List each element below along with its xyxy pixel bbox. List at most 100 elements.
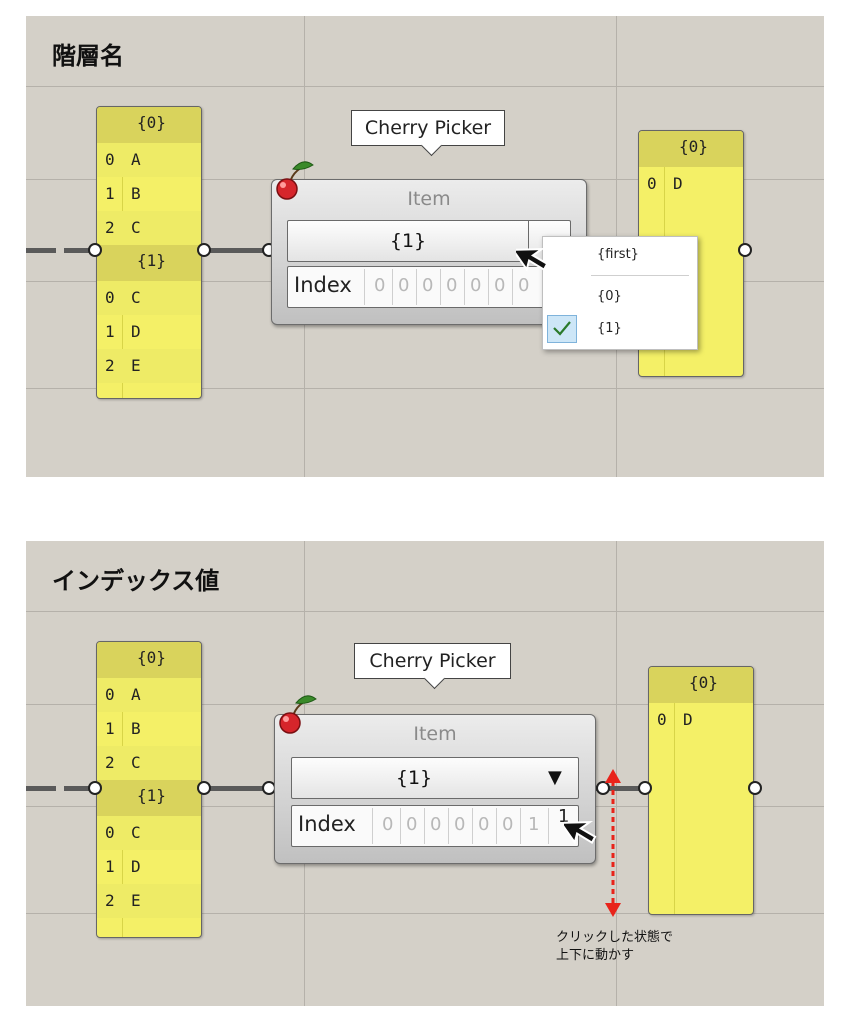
item-index: 0: [105, 685, 115, 704]
chevron-down-icon: ▼: [548, 767, 562, 788]
input-port[interactable]: [88, 243, 102, 257]
menu-item-1[interactable]: {1}: [597, 321, 622, 336]
section-heading: インデックス値: [52, 567, 220, 595]
dropdown-button[interactable]: ▼: [536, 758, 576, 798]
input-port[interactable]: [638, 781, 652, 795]
output-port[interactable]: [748, 781, 762, 795]
output-port[interactable]: [738, 243, 752, 257]
component-title: Item: [413, 723, 457, 745]
item-value: B: [131, 184, 141, 203]
digit-divider: [496, 808, 497, 844]
item-value: D: [673, 174, 683, 193]
input-port[interactable]: [88, 781, 102, 795]
digit-divider: [400, 808, 401, 844]
note-line-2: 上下に動かす: [556, 948, 635, 963]
vertical-drag-arrow-icon: [605, 769, 621, 917]
item-index: 1: [105, 719, 115, 738]
branch-path: {1}: [97, 780, 201, 816]
index-digit: 0: [518, 275, 530, 296]
index-digit: 1: [528, 814, 540, 835]
cherry-picker-component[interactable]: Item {1} ▼ Index 0 0 0 0 0 0 1 1: [274, 714, 596, 864]
index-digit: 0: [454, 814, 466, 835]
branch-dropdown[interactable]: {1} ▼: [291, 757, 579, 799]
cherry-icon: [276, 161, 314, 200]
check-icon: [547, 315, 577, 343]
digit-divider: [520, 808, 521, 844]
menu-item-first[interactable]: {first}: [597, 247, 639, 262]
item-value: C: [131, 288, 141, 307]
output-port[interactable]: [197, 781, 211, 795]
digit-divider: [448, 808, 449, 844]
branch-dropdown-menu: {first} {0} {1}: [542, 236, 698, 350]
item-index: 2: [105, 218, 115, 237]
branch-path: {0}: [97, 107, 201, 143]
digit-divider: [440, 269, 441, 305]
item-value: B: [131, 719, 141, 738]
connection-wire: [206, 248, 276, 253]
dropdown-selected: {1}: [389, 230, 427, 252]
index-digit: 0: [470, 275, 482, 296]
digit-divider: [364, 269, 365, 305]
index-digit: 0: [430, 814, 442, 835]
digit-divider: [512, 269, 513, 305]
item-value: C: [131, 823, 141, 842]
item-value: E: [131, 356, 141, 375]
item-index: 2: [105, 356, 115, 375]
item-value: E: [131, 891, 141, 910]
item-value: C: [131, 753, 141, 772]
section-heading: 階層名: [52, 42, 124, 70]
cherry-picker-component[interactable]: Item {1} Index 0 0 0 0 0 0 0: [271, 179, 587, 325]
digit-divider: [372, 808, 373, 844]
item-index: 1: [105, 857, 115, 876]
digit-divider: [392, 269, 393, 305]
menu-item-0[interactable]: {0}: [597, 289, 622, 304]
dropdown-button[interactable]: [528, 221, 569, 261]
index-digit: 0: [406, 814, 418, 835]
index-slider[interactable]: Index 0 0 0 0 0 0 1 1: [291, 805, 579, 847]
index-digit: 0: [422, 275, 434, 296]
input-wire: [26, 786, 56, 791]
index-slider[interactable]: Index 0 0 0 0 0 0 0: [287, 266, 571, 308]
index-label: Index: [294, 273, 352, 297]
input-wire: [64, 786, 94, 791]
drag-instruction-note: クリックした状態で 上下に動かす: [556, 929, 673, 965]
index-digit: 0: [446, 275, 458, 296]
item-index: 2: [105, 753, 115, 772]
item-value: A: [131, 685, 141, 704]
index-digit: 0: [494, 275, 506, 296]
item-index: 0: [105, 823, 115, 842]
output-port[interactable]: [596, 781, 610, 795]
tooltip-text: Cherry Picker: [364, 117, 492, 139]
index-digit: 0: [382, 814, 394, 835]
component-tooltip: Cherry Picker: [354, 643, 511, 690]
digit-divider: [488, 269, 489, 305]
item-value: D: [131, 322, 141, 341]
mouse-cursor-icon: [516, 248, 549, 272]
digit-divider: [464, 269, 465, 305]
index-digit: 0: [398, 275, 410, 296]
output-port[interactable]: [197, 243, 211, 257]
component-tooltip: Cherry Picker: [351, 110, 505, 157]
digit-divider: [472, 808, 473, 844]
branch-path: {0}: [639, 131, 743, 167]
item-index: 0: [105, 288, 115, 307]
digit-divider: [548, 808, 549, 844]
tooltip-text: Cherry Picker: [369, 650, 496, 672]
digit-divider: [416, 269, 417, 305]
item-index: 1: [105, 322, 115, 341]
